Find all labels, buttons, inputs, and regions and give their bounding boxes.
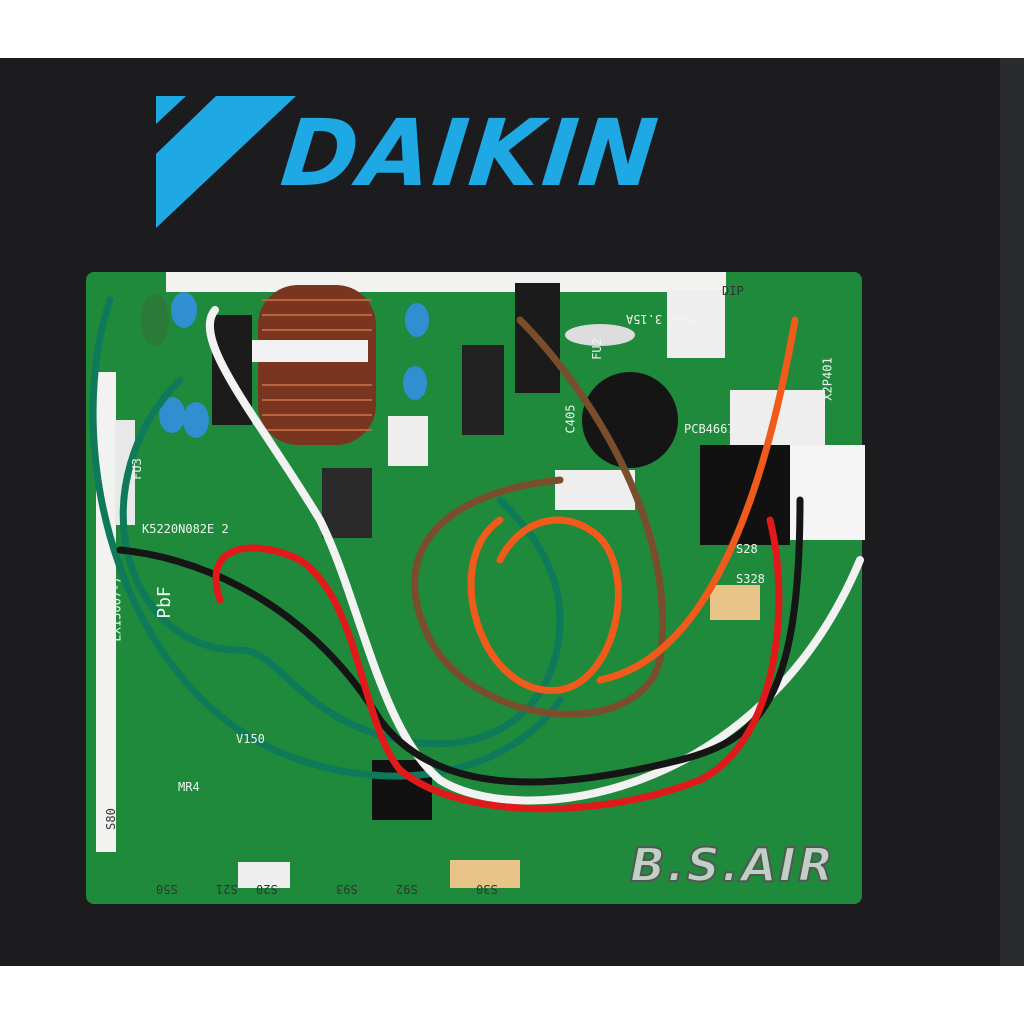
- toroid-inductor: [258, 285, 376, 445]
- black-wire: [116, 496, 804, 786]
- connector-label: S28: [736, 542, 758, 556]
- fuse2-label: FU2: [589, 338, 604, 360]
- connector-label: V150: [236, 732, 265, 746]
- connector-label: MR4: [178, 780, 200, 794]
- pbf-label: PbF: [153, 586, 175, 619]
- red-wire: [212, 516, 783, 813]
- connector-label: S92: [396, 882, 418, 896]
- fuse: [565, 324, 635, 346]
- connector-label: S328: [736, 572, 765, 586]
- model-code-label: K5220N082E 2: [142, 522, 229, 536]
- connector-label: S50: [156, 882, 178, 896]
- relay: [322, 468, 372, 538]
- connector-label: X2P401: [820, 357, 835, 401]
- fuse2-rating-label: 250V 3.15A: [626, 312, 699, 326]
- inductor-clip: [248, 340, 368, 362]
- white-connector: [555, 470, 635, 510]
- header-connector: [238, 862, 290, 888]
- electrolytic-capacitor: [582, 372, 678, 468]
- header-connector: [450, 860, 520, 888]
- green-wire: [89, 296, 564, 780]
- connector-label: S30: [476, 882, 498, 896]
- white-connector: [667, 290, 725, 358]
- fuse3-label: FU3: [129, 458, 144, 480]
- connector-label: S20: [256, 882, 278, 896]
- blue-capacitors: [159, 292, 429, 438]
- header-connector: [710, 585, 760, 620]
- daikin-logo-icon: [156, 96, 296, 228]
- brown-wire: [411, 316, 667, 718]
- green-capacitor: [141, 294, 169, 346]
- dip-label: DIP: [722, 284, 744, 298]
- part-number-label: EX15007-7: [109, 576, 124, 642]
- connector-label: S93: [336, 882, 358, 896]
- fuse-rating-label: 250V 20A: [103, 430, 118, 488]
- white-connector: [388, 416, 428, 466]
- green-wire: [119, 376, 564, 748]
- watermark: B.S.AIR: [629, 837, 836, 893]
- relay: [462, 345, 504, 435]
- wires: [89, 296, 864, 813]
- capacitor-label: C405: [563, 404, 578, 434]
- photo-edge: [1000, 58, 1024, 966]
- connector-label: S80: [103, 808, 118, 830]
- pcb-label: PCB4667-: [684, 422, 742, 436]
- connector-label: S21: [216, 882, 238, 896]
- black-tape: [700, 445, 790, 545]
- orange-wire: [467, 316, 799, 694]
- inductor-windings: [262, 299, 372, 431]
